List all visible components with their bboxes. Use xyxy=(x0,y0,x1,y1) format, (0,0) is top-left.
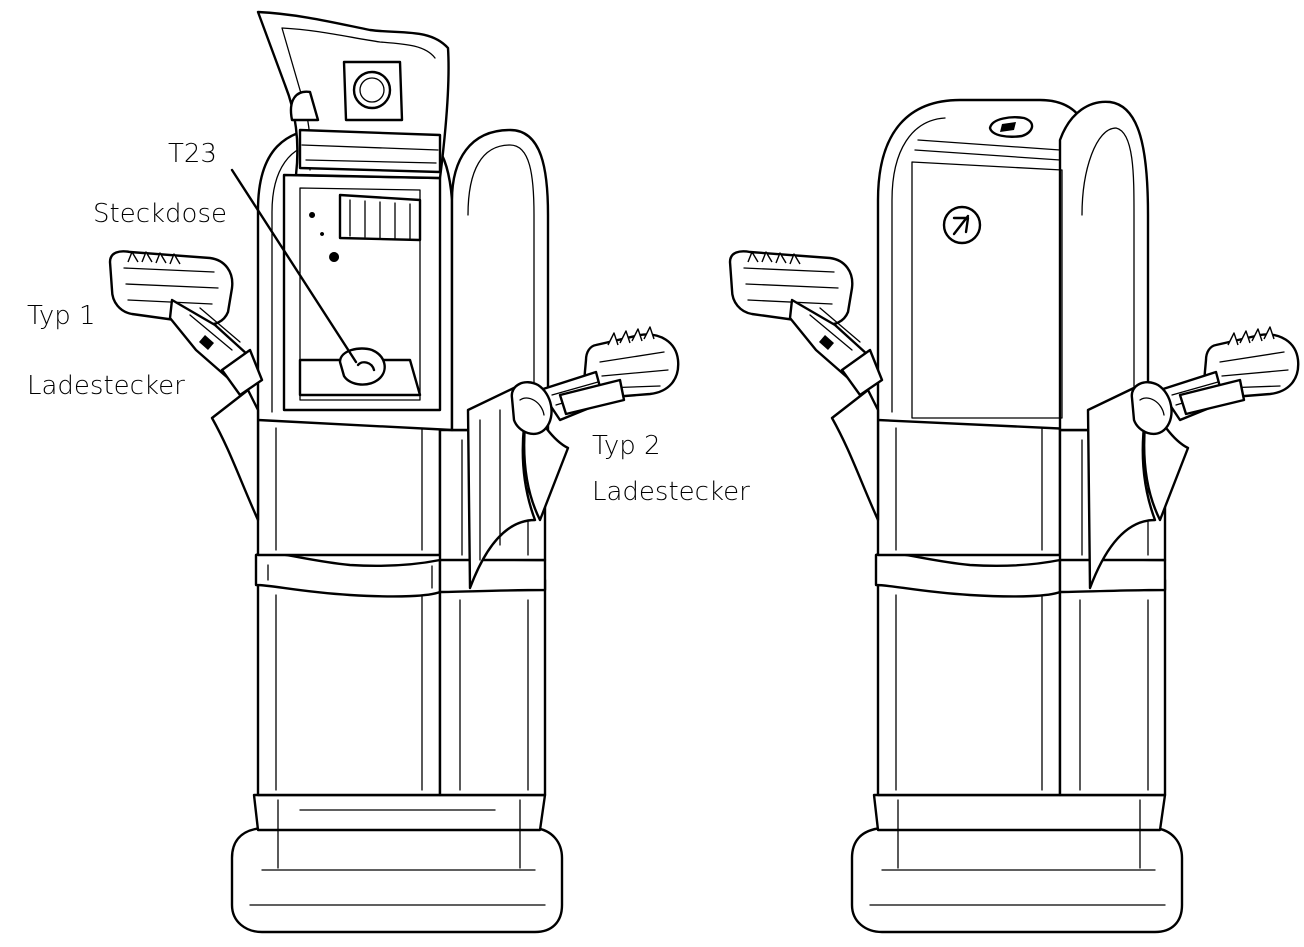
typ2-label-line1: Typ 2 xyxy=(592,431,661,461)
t23-leader-line xyxy=(230,168,358,364)
charging-station-closed-icon xyxy=(728,98,1300,934)
station-logo-icon xyxy=(942,205,982,245)
charging-station-open-icon xyxy=(108,10,680,934)
typ1-label-line1: Typ 1 xyxy=(27,301,96,331)
typ1-label-line2: Ladestecker xyxy=(27,371,185,401)
typ2-label-line2: Ladestecker xyxy=(592,477,750,507)
t23-label-line2: Steckdose xyxy=(93,199,227,229)
t23-label-line1: T23 xyxy=(168,139,217,169)
